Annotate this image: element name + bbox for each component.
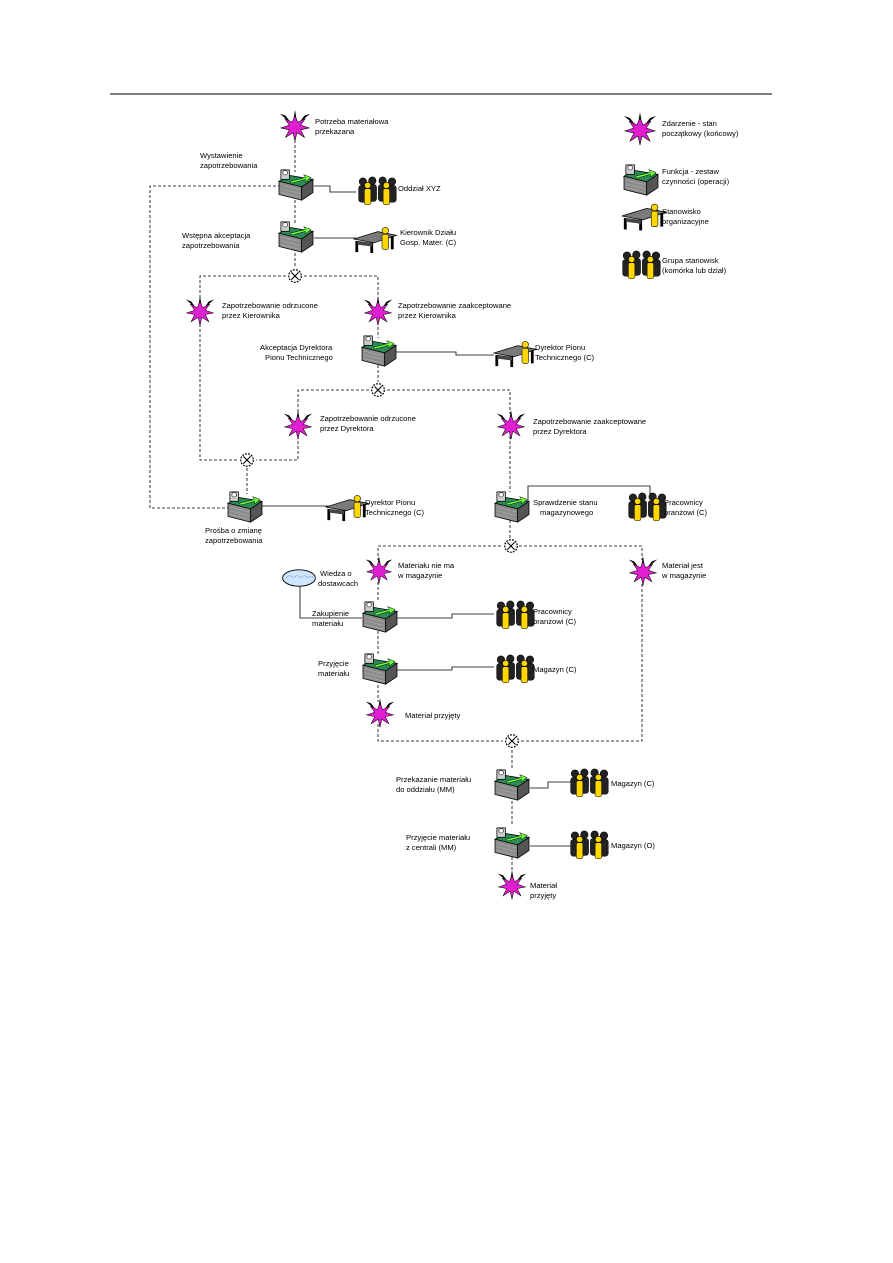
unit-u2-label: Kierownik Działu Gosp. Mater. (C) (400, 228, 458, 247)
knowledge: Wiedza o dostawcach (282, 569, 358, 588)
function-f2-label: Wstępna akceptacja zapotrzebowania (182, 231, 253, 250)
group-icon (358, 176, 397, 205)
xor-connector-icon (371, 383, 385, 397)
function-f7-label: Przyjęcie materiału (318, 659, 351, 678)
function-icon (494, 491, 530, 523)
unit-u6-label: Pracownicy branżowi (C) (533, 607, 577, 626)
legend-position-icon (621, 203, 667, 231)
event-icon (496, 410, 526, 440)
event-e6-label: Materiału nie ma w magazynie (397, 561, 456, 580)
functions: Wystawienie zapotrzebowania Wstępna akce… (182, 151, 600, 859)
function-icon (494, 827, 530, 859)
legend-function-label: Funkcja - zestaw czynności (operacji) (662, 167, 730, 186)
function-icon (362, 601, 398, 633)
function-f9-label: Przyjęcie materiału z centrali (MM) (406, 833, 472, 852)
position-icon (325, 494, 369, 522)
function-f1-label: Wystawienie zapotrzebowania (200, 151, 258, 170)
legend: Zdarzenie - stan początkowy (końcowy) Fu… (621, 112, 739, 279)
event-e1-label: Potrzeba materiałowa przekazana (315, 117, 391, 136)
group-icon (570, 768, 609, 797)
legend-event-icon (623, 112, 657, 146)
legend-function-icon (623, 164, 659, 196)
unit-u9-label: Magazyn (O) (611, 841, 655, 850)
events: Potrzeba materiałowa przekazana Zapotrze… (185, 110, 706, 900)
group-icon (628, 492, 667, 521)
function-f8-label: Przekazanie materiału do oddziału (MM) (396, 775, 473, 794)
xor-connector-icon (288, 269, 302, 283)
unit-u4-label: Dyrektor Pionu Technicznego (C) (365, 498, 425, 517)
xor-connector-icon (240, 453, 254, 467)
function-f3-label: Akceptacja Dyrektora Pionu Technicznego (260, 343, 334, 362)
function-icon (362, 653, 398, 685)
event-icon (365, 556, 393, 584)
event-icon (497, 870, 527, 900)
position-icon (353, 226, 397, 254)
function-icon (278, 221, 314, 253)
function-f5-label: Sprawdzenie stanu magazynowego (533, 498, 600, 517)
xor-connector-icon (505, 734, 519, 748)
event-e5-label: Zapotrzebowanie zaakceptowane przez Dyre… (533, 417, 648, 436)
unit-u7-label: Magazyn (C) (533, 665, 577, 674)
position-icon (493, 340, 537, 368)
knowledge-cloud-icon (282, 569, 316, 587)
function-icon (361, 335, 397, 367)
org-units: Oddział XYZ Kierownik Działu Gosp. Mater… (325, 176, 708, 859)
group-icon (570, 830, 609, 859)
group-icon (496, 654, 535, 683)
unit-u3-label: Dyrektor Pionu Technicznego (C) (535, 343, 595, 362)
legend-group-icon (622, 250, 661, 279)
event-e7-label: Materiał jest w magazynie (661, 561, 706, 580)
function-icon (494, 769, 530, 801)
event-e3-label: Zapotrzebowanie zaakceptowane przez Kier… (398, 301, 513, 320)
flow-connections (149, 140, 651, 874)
event-icon (279, 110, 311, 142)
event-icon (283, 410, 313, 440)
xor-connector-icon (504, 539, 518, 553)
legend-event-label: Zdarzenie - stan początkowy (końcowy) (662, 119, 739, 138)
function-f4-label: Prośba o zmianę zapotrzebowania (205, 526, 264, 545)
function-icon (278, 169, 314, 201)
function-f6-label: Zakupienie materiału (312, 609, 351, 628)
knowledge-k1-label: Wiedza o dostawcach (318, 569, 358, 588)
event-e4-label: Zapotrzebowanie odrzucone przez Dyrektor… (320, 414, 418, 433)
legend-position-label: Stanowisko organizacyjne (662, 207, 709, 226)
event-e9-label: Materiał przyjęty (530, 881, 559, 900)
event-icon (365, 698, 395, 728)
event-e2-label: Zapotrzebowanie odrzucone przez Kierowni… (222, 301, 320, 320)
legend-group-label: Grupa stanowisk (komórka lub dział) (662, 256, 727, 275)
unit-u5-label: Pracownicy branżowi (C) (664, 498, 708, 517)
event-icon (628, 556, 658, 586)
function-icon (227, 491, 263, 523)
unit-u8-label: Magazyn (C) (611, 779, 655, 788)
unit-u1-label: Oddział XYZ (398, 184, 441, 193)
event-icon (185, 296, 215, 326)
event-e8-label: Materiał przyjęty (405, 711, 460, 720)
group-icon (496, 600, 535, 629)
event-icon (363, 296, 393, 326)
